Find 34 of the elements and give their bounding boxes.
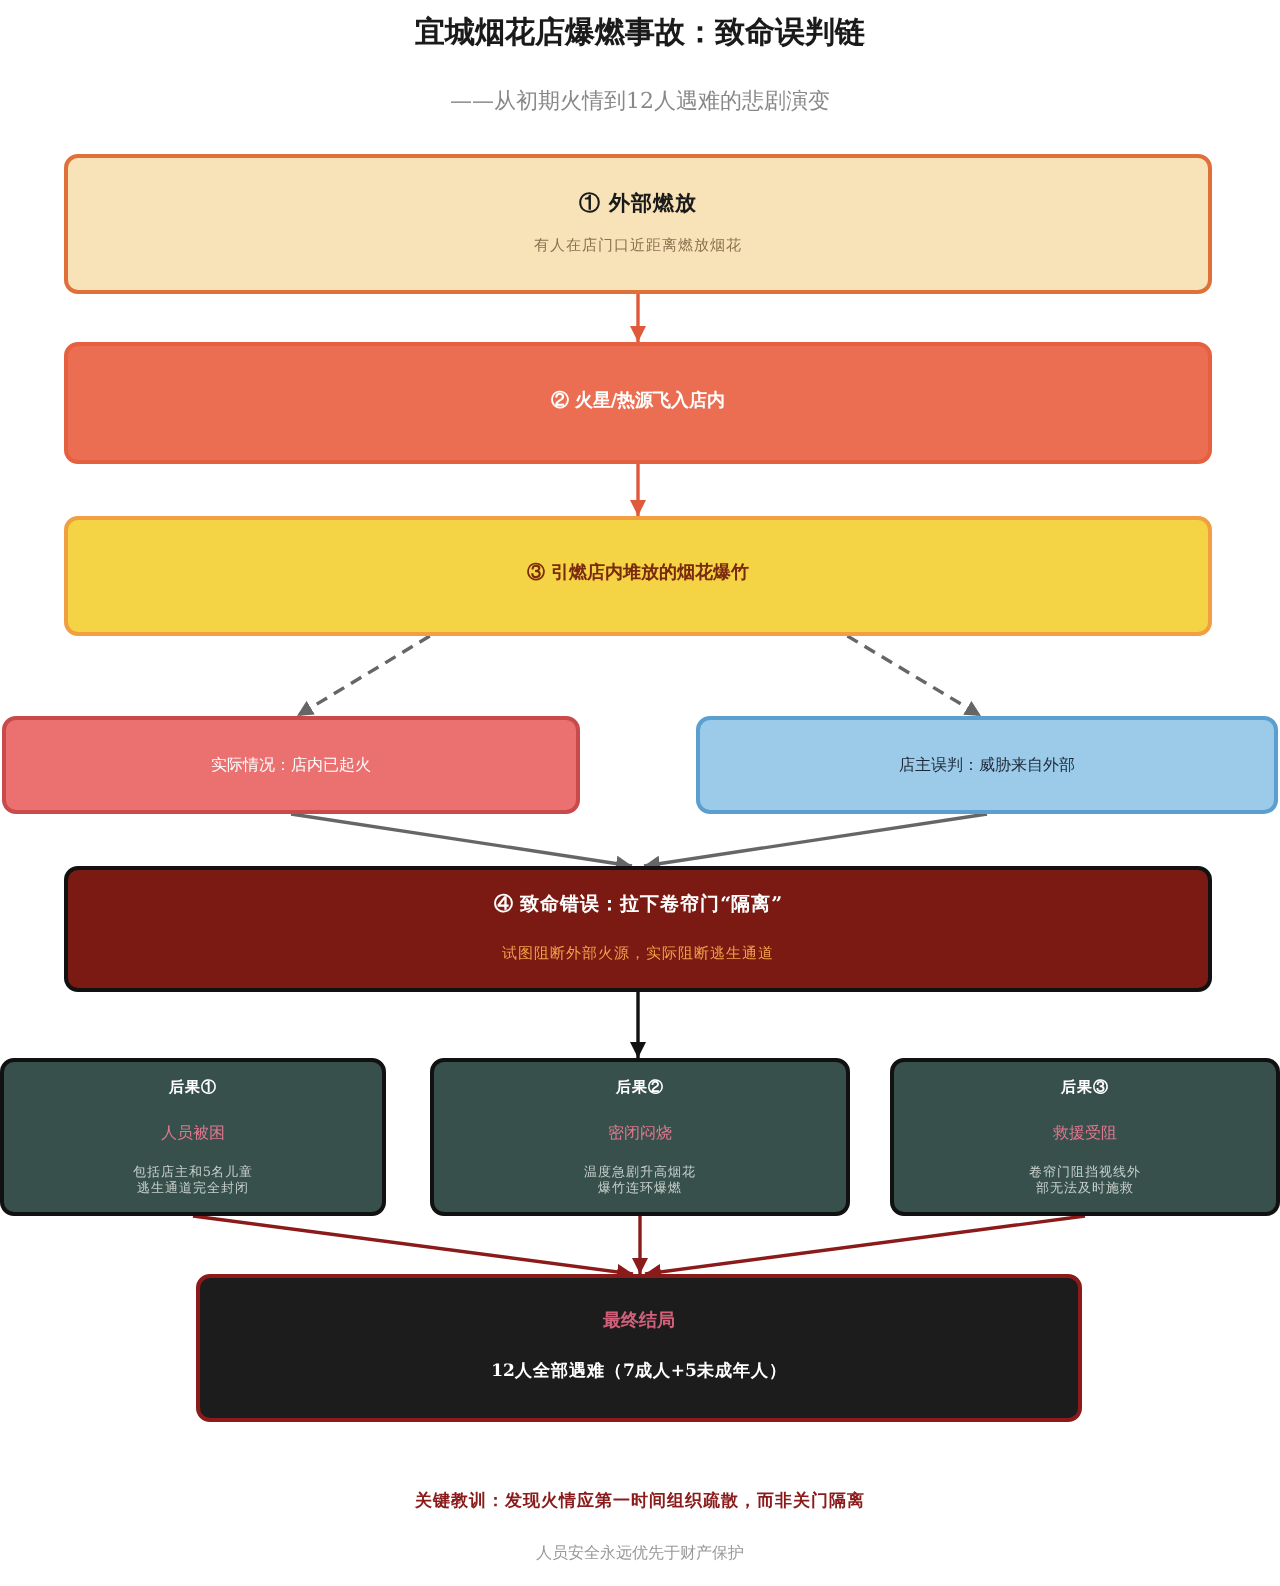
arrow xyxy=(630,464,646,516)
box-heading: ② 火星/热源飞入店内 xyxy=(550,391,726,415)
process-box xyxy=(64,516,1212,636)
box-text: 救援受阻 xyxy=(1053,1124,1117,1145)
box-heading: ③ 引燃店内堆放的烟花爆竹 xyxy=(526,564,750,588)
arrow xyxy=(290,812,633,872)
subtitle: ——从初期火情到12人遇难的悲剧演变 xyxy=(450,88,830,115)
process-box xyxy=(2,716,580,814)
process-box xyxy=(64,866,1212,992)
process-box xyxy=(64,342,1212,464)
process-box xyxy=(64,154,1212,294)
process-box xyxy=(430,1058,850,1216)
arrow xyxy=(643,812,988,872)
dashed-arrow xyxy=(846,634,982,718)
process-box xyxy=(890,1058,1280,1216)
box-heading: 最终结局 xyxy=(603,1312,675,1335)
arrow xyxy=(644,1214,1086,1280)
box-heading: ④ 致命错误：拉下卷帘门“隔离” xyxy=(493,894,783,919)
box-heading: 实际情况：店内已起火 xyxy=(211,755,371,775)
result-box xyxy=(196,1274,1082,1422)
box-text: 12人全部遇难（7成人+5未成年人） xyxy=(491,1362,787,1384)
dashed-arrow xyxy=(296,634,431,718)
title: 宜城烟花店爆燃事故：致命误判链 xyxy=(415,14,865,50)
box-text: 人员被困 xyxy=(161,1124,225,1145)
box-heading: ① 外部燃放 xyxy=(579,192,697,219)
box-text: 密闭闷烧 xyxy=(608,1124,672,1145)
box-heading: 店主误判：威胁来自外部 xyxy=(899,755,1075,775)
arrow xyxy=(192,1214,634,1280)
arrow xyxy=(632,1216,648,1274)
lesson-text: 关键教训：发现火情应第一时间组织疏散，而非关门隔离 xyxy=(415,1492,865,1513)
process-box xyxy=(0,1058,386,1216)
process-box xyxy=(696,716,1278,814)
arrow xyxy=(630,992,646,1058)
arrow xyxy=(630,294,646,342)
